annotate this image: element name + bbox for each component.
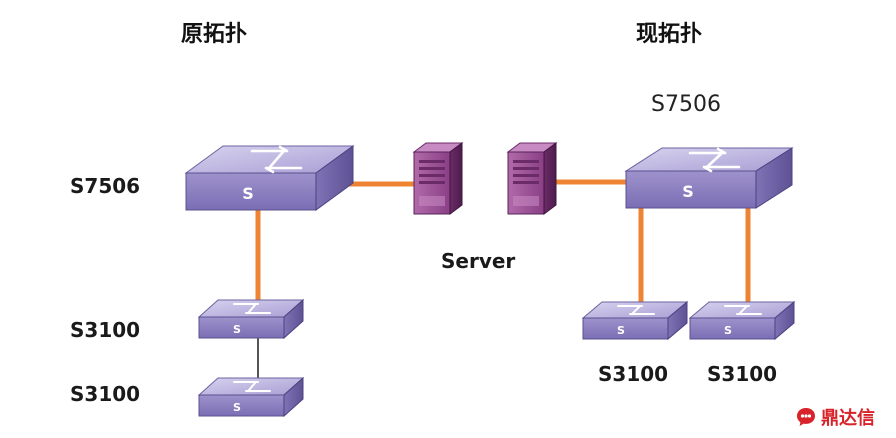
label-s7506-right: S7506	[651, 92, 721, 117]
s7506-switch-left: S	[184, 145, 355, 211]
label-s3100-right-b: S3100	[707, 362, 778, 386]
switch-arrows-icon	[250, 145, 303, 174]
server-left	[412, 142, 464, 215]
brand-text: 鼎达信	[821, 408, 875, 429]
label-s3100-left-top: S3100	[70, 318, 141, 342]
label-s3100-left-bottom: S3100	[70, 382, 141, 406]
server-right	[506, 142, 558, 215]
chat-bubble-logo-icon	[797, 408, 815, 426]
switch-s-glyph: S	[242, 184, 254, 203]
s3100-switch-left-bottom: S	[197, 376, 305, 418]
switch-arrows-icon	[617, 305, 655, 315]
s3100-switch-right-a: S	[581, 300, 689, 341]
switch-s-glyph: S	[724, 324, 732, 337]
brand-watermark: 鼎达信	[795, 404, 875, 430]
label-s7506-left: S7506	[70, 174, 141, 198]
s7506-switch-right: S	[624, 147, 794, 209]
label-server: Server	[441, 249, 516, 273]
switch-s-glyph: S	[233, 323, 241, 336]
s3100-switch-right-b: S	[688, 300, 796, 341]
s3100-switch-left-top: S	[197, 298, 305, 340]
switch-arrows-icon	[233, 381, 271, 392]
switch-s-glyph: S	[682, 182, 694, 201]
switch-arrows-icon	[724, 305, 762, 315]
title-current-topology: 现拓扑	[636, 22, 703, 47]
switch-s-glyph: S	[233, 401, 241, 414]
switch-s-glyph: S	[617, 324, 625, 337]
title-original-topology: 原拓扑	[181, 22, 248, 47]
label-s3100-right-a: S3100	[598, 362, 669, 386]
switch-arrows-icon	[688, 147, 741, 173]
switch-arrows-icon	[233, 303, 271, 314]
